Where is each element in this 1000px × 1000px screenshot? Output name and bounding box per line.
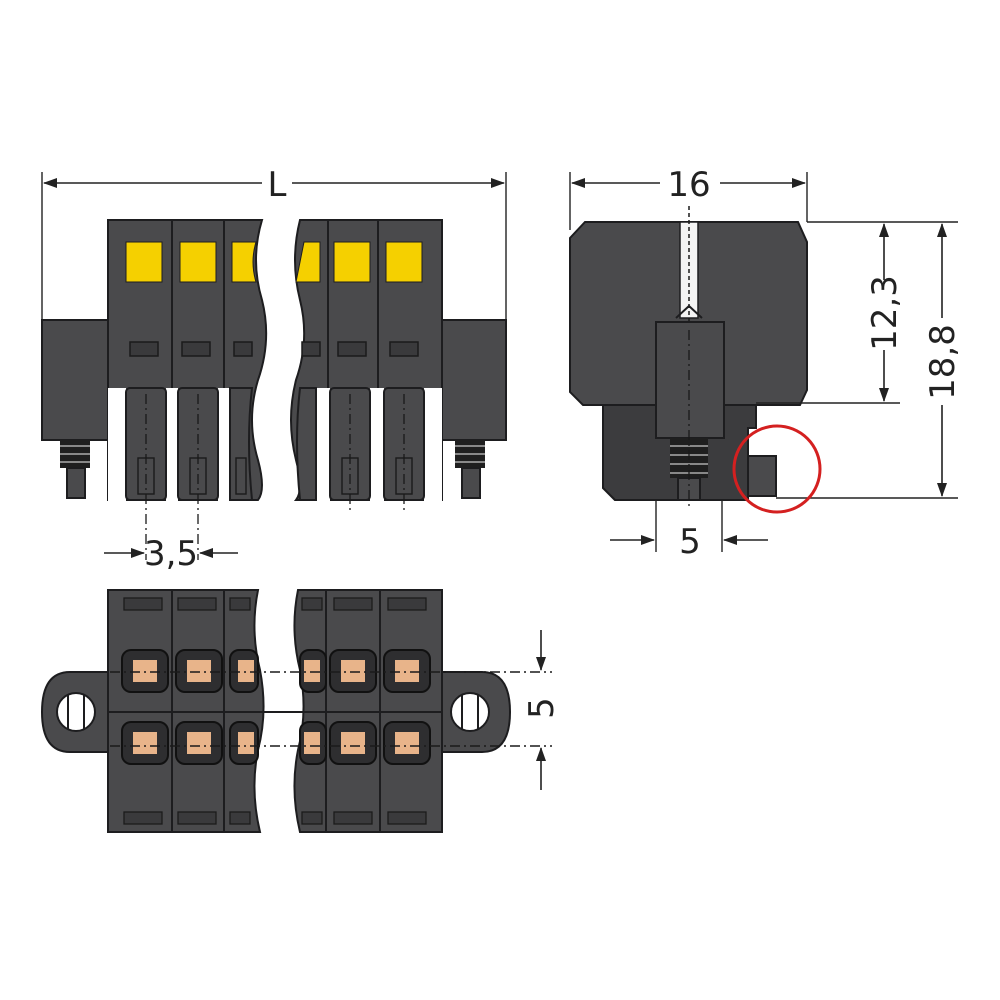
side-center-block bbox=[655, 321, 725, 439]
contact-opening bbox=[229, 649, 259, 693]
side-latch bbox=[747, 455, 777, 497]
highlight-circle bbox=[732, 424, 822, 514]
total-height-dimension: 18,8 bbox=[923, 223, 963, 497]
release-button bbox=[231, 241, 257, 283]
contact-opening bbox=[299, 721, 327, 765]
contact-opening bbox=[175, 721, 223, 765]
release-buttons bbox=[125, 241, 423, 283]
pitch-label: 3,5 bbox=[144, 534, 198, 574]
left-mounting-flange bbox=[41, 319, 109, 499]
contact-opening bbox=[121, 649, 169, 693]
row-spacing-dimension: 5 bbox=[522, 630, 562, 790]
contact-opening bbox=[383, 649, 431, 693]
upper-height-label: 12,3 bbox=[865, 275, 905, 351]
upper-height-dimension: 12,3 bbox=[865, 223, 905, 402]
front-view: L bbox=[41, 165, 507, 574]
contact-opening bbox=[329, 649, 377, 693]
offset-label: 5 bbox=[679, 522, 701, 562]
right-mounting-flange bbox=[441, 319, 507, 499]
side-view: 16 5 bbox=[569, 165, 963, 562]
contact-opening bbox=[121, 721, 169, 765]
edge-notches bbox=[123, 597, 427, 825]
length-label: L bbox=[268, 165, 287, 205]
contact-row-top bbox=[121, 649, 431, 693]
contact-opening bbox=[383, 721, 431, 765]
contact-opening bbox=[329, 721, 377, 765]
release-button bbox=[385, 241, 423, 283]
contact-opening bbox=[229, 721, 259, 765]
width-dimension: 16 bbox=[569, 165, 808, 230]
width-label: 16 bbox=[667, 165, 710, 205]
offset-dimension: 5 bbox=[610, 500, 768, 562]
release-button bbox=[179, 241, 217, 283]
row-spacing-label: 5 bbox=[522, 697, 562, 719]
pitch-dimension: 3,5 bbox=[104, 534, 238, 574]
release-button bbox=[333, 241, 371, 283]
total-height-label: 18,8 bbox=[923, 324, 963, 400]
contact-row-bottom bbox=[121, 721, 431, 765]
left-mounting-ear bbox=[40, 671, 109, 753]
bottom-view: 5 bbox=[40, 589, 562, 833]
test-slots bbox=[129, 341, 419, 357]
contact-opening bbox=[299, 649, 327, 693]
right-mounting-ear bbox=[441, 671, 512, 753]
release-button bbox=[125, 241, 163, 283]
pin-gaps bbox=[108, 388, 442, 502]
pole-dividers bbox=[171, 220, 379, 388]
length-dimension: L bbox=[41, 165, 507, 320]
pin-centerlines bbox=[145, 394, 405, 560]
release-button bbox=[295, 241, 321, 283]
contact-opening bbox=[175, 649, 223, 693]
